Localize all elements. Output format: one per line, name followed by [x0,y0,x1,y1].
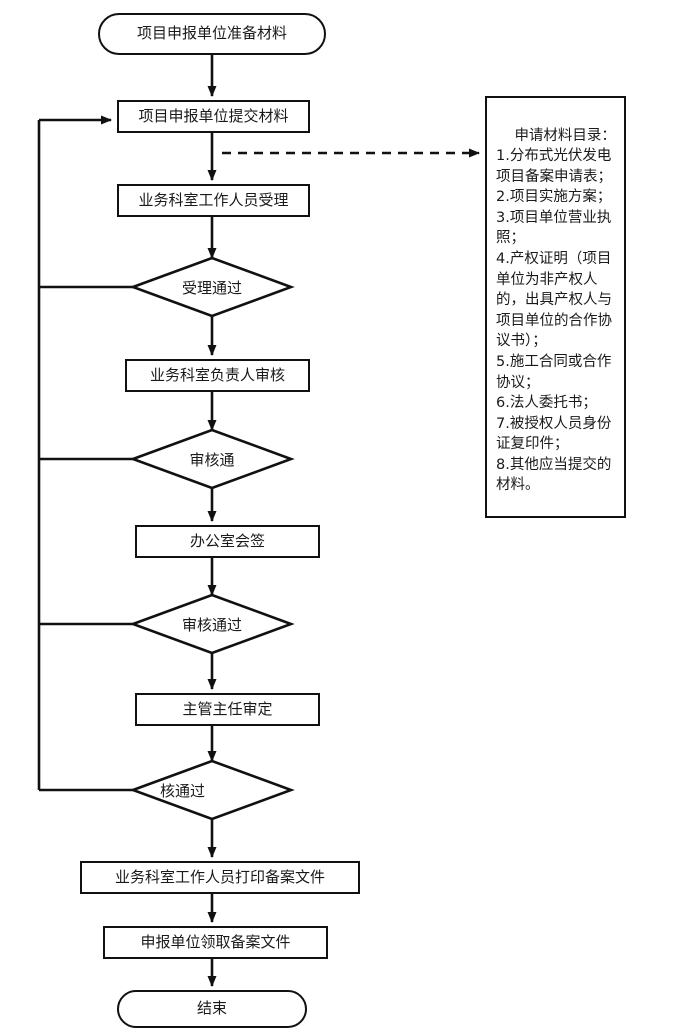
application-materials-note: 申请材料目录： 1.分布式光伏发电项目备案申请表； 2.项目实施方案； 3.项目… [485,96,626,518]
node-review-check-1-label: 审核通 [189,450,235,469]
node-submit-materials: 项目申报单位提交材料 [117,100,310,133]
node-accept-check: 受理通过 [133,272,291,302]
node-office-countersign-label: 办公室会签 [189,531,265,550]
node-review-check-1: 审核通 [133,444,291,474]
application-materials-note-text: 申请材料目录： 1.分布式光伏发电项目备案申请表； 2.项目实施方案； 3.项目… [496,127,616,494]
node-review-check-2: 审核通过 [133,609,291,639]
node-review-check-3-label: 核通过 [160,781,206,800]
node-end-label: 结束 [196,999,227,1018]
node-leader-review-label: 业务科室负责人审核 [149,365,285,384]
node-staff-accept: 业务科室工作人员受理 [117,184,310,217]
node-print-record-file: 业务科室工作人员打印备案文件 [80,861,360,894]
node-accept-check-label: 受理通过 [181,278,242,297]
node-staff-accept-label: 业务科室工作人员受理 [138,190,289,209]
node-review-check-3: 核通过 [142,775,300,805]
node-office-countersign: 办公室会签 [135,525,320,558]
node-start: 项目申报单位准备材料 [98,13,326,55]
node-collect-record-file-label: 申报单位领取备案文件 [140,932,291,951]
node-end: 结束 [117,990,307,1028]
node-leader-review: 业务科室负责人审核 [125,359,310,392]
node-start-label: 项目申报单位准备材料 [136,24,287,43]
node-director-approve: 主管主任审定 [135,693,320,726]
node-director-approve-label: 主管主任审定 [182,699,273,718]
node-submit-materials-label: 项目申报单位提交材料 [138,106,289,125]
node-collect-record-file: 申报单位领取备案文件 [103,926,328,959]
node-print-record-file-label: 业务科室工作人员打印备案文件 [114,867,325,886]
node-review-check-2-label: 审核通过 [181,615,242,634]
